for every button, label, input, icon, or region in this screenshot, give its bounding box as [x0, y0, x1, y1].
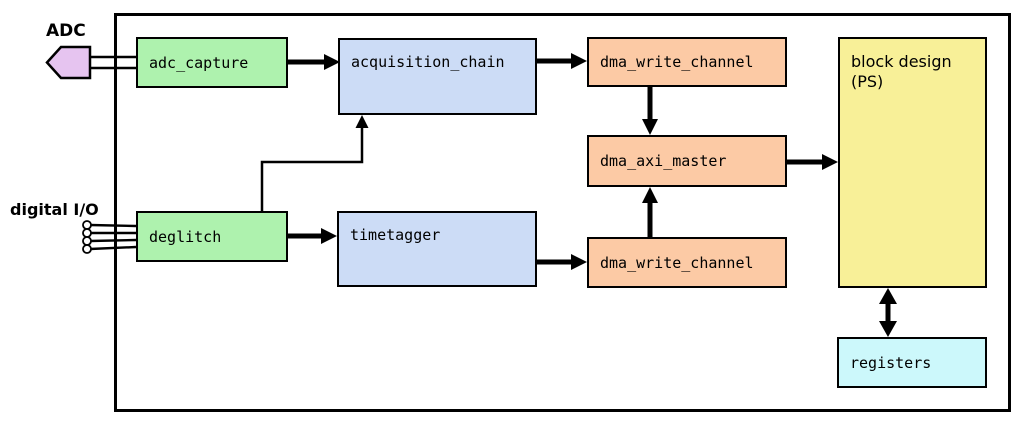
- digital-io-label: digital I/O: [10, 200, 99, 219]
- registers-block: registers: [837, 337, 987, 388]
- block-design-label-line1: block design: [851, 52, 952, 71]
- adc-capture-block: adc_capture: [136, 37, 288, 88]
- dma-write-channel-top-block: dma_write_channel: [587, 37, 787, 87]
- dma-axi-master-block-label: dma_axi_master: [600, 152, 727, 170]
- dma-axi-master-block: dma_axi_master: [587, 135, 787, 187]
- timetagger-block-label: timetagger: [350, 226, 441, 244]
- timetagger-block: timetagger: [337, 211, 537, 287]
- fpga-boundary-box: [114, 13, 1011, 412]
- dma-write-channel-bottom-block-label: dma_write_channel: [600, 253, 754, 272]
- block-design-ps-block: block design (PS): [838, 37, 987, 288]
- dma-write-channel-top-block-label: dma_write_channel: [600, 53, 754, 71]
- adc-connector-icon: [45, 45, 92, 80]
- dma-write-channel-bottom-block: dma_write_channel: [587, 237, 787, 288]
- acquisition-chain-block-label: acquisition_chain: [351, 53, 505, 71]
- block-design-label-line2: (PS): [851, 72, 884, 91]
- deglitch-block-label: deglitch: [149, 227, 222, 246]
- deglitch-block: deglitch: [136, 211, 288, 262]
- adc-capture-block-label: adc_capture: [149, 53, 249, 72]
- registers-block-label: registers: [850, 353, 932, 372]
- digital-io-pins-icon: [82, 220, 92, 254]
- adc-label: ADC: [46, 21, 86, 41]
- acquisition-chain-block: acquisition_chain: [338, 38, 537, 115]
